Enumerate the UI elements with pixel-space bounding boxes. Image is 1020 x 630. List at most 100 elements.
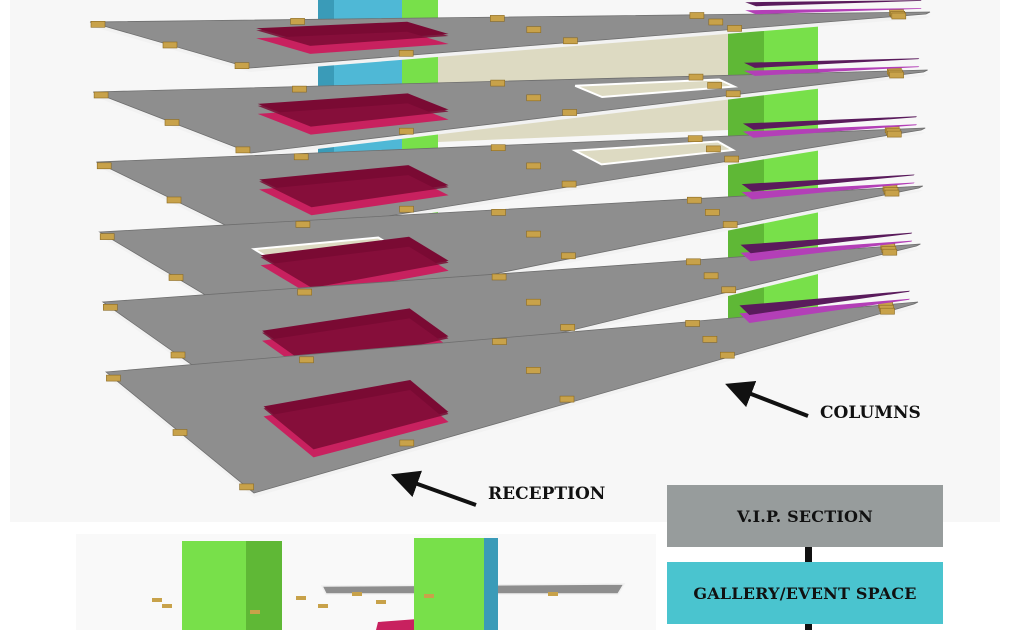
column-marker bbox=[399, 439, 415, 447]
column-marker bbox=[706, 145, 721, 153]
column-marker bbox=[295, 221, 311, 228]
column-marker bbox=[721, 286, 737, 294]
column-marker bbox=[99, 233, 115, 240]
purple-block-top bbox=[744, 58, 920, 68]
column-marker bbox=[489, 15, 505, 22]
column-marker bbox=[398, 49, 414, 57]
column-marker bbox=[90, 20, 106, 28]
detail-reception-block bbox=[376, 619, 418, 630]
column-marker bbox=[293, 153, 309, 161]
purple-block-top bbox=[742, 116, 917, 130]
column-marker bbox=[526, 298, 541, 306]
column-marker bbox=[239, 483, 254, 491]
reception-block-cap bbox=[259, 167, 449, 208]
column-marker bbox=[290, 18, 305, 25]
reception-block-cap bbox=[263, 382, 449, 450]
detail-column-right-side bbox=[484, 538, 498, 630]
floor-void bbox=[571, 140, 737, 166]
column-marker bbox=[168, 274, 184, 281]
column-marker bbox=[686, 196, 702, 204]
column-marker bbox=[702, 335, 718, 343]
column-marker bbox=[162, 41, 178, 49]
column-marker bbox=[687, 135, 703, 142]
column-marker bbox=[490, 144, 506, 151]
purple-block bbox=[742, 124, 917, 138]
column-marker bbox=[164, 119, 180, 126]
column-marker bbox=[891, 12, 907, 20]
reception-block-cap bbox=[257, 95, 449, 127]
floor-stack bbox=[89, 0, 931, 497]
floor-slab bbox=[89, 11, 931, 69]
column-marker bbox=[703, 272, 719, 280]
column-marker bbox=[299, 356, 314, 364]
annotation-reception: RECEPTION bbox=[390, 470, 605, 507]
purple-block-top bbox=[740, 232, 913, 254]
column-marker bbox=[686, 258, 701, 266]
column-marker bbox=[525, 366, 541, 374]
purple-block-top bbox=[739, 290, 910, 315]
column-marker bbox=[727, 25, 742, 32]
column-marker bbox=[234, 62, 250, 70]
column-marker bbox=[689, 12, 705, 19]
detail-column-markers bbox=[152, 592, 558, 614]
column-marker bbox=[292, 85, 307, 93]
column-marker bbox=[526, 162, 541, 170]
columns-arrow bbox=[725, 380, 809, 418]
reception-block-cap bbox=[260, 238, 449, 288]
column-marker bbox=[398, 127, 414, 135]
column-marker bbox=[886, 130, 902, 138]
column-marker bbox=[526, 26, 542, 33]
column-marker bbox=[889, 71, 904, 79]
column-marker bbox=[880, 307, 895, 315]
column-marker bbox=[103, 303, 118, 311]
detail-view bbox=[152, 538, 626, 630]
column-marker bbox=[704, 209, 720, 216]
column-marker bbox=[688, 73, 704, 81]
legend-gallery-event-space: GALLERY/EVENT SPACE bbox=[667, 562, 943, 624]
column-marker bbox=[172, 429, 188, 436]
column-marker bbox=[491, 273, 507, 281]
column-marker bbox=[560, 324, 576, 331]
column-marker bbox=[106, 374, 121, 382]
column-marker bbox=[96, 162, 112, 170]
reception-arrow bbox=[390, 470, 477, 507]
purple-block-top bbox=[745, 0, 922, 7]
column-marker bbox=[526, 230, 541, 238]
purple-block bbox=[740, 240, 913, 262]
column-marker bbox=[563, 37, 578, 45]
column-marker bbox=[884, 189, 900, 197]
floor-void bbox=[574, 78, 739, 99]
purple-block bbox=[745, 8, 922, 15]
column-marker bbox=[561, 180, 577, 188]
column-marker bbox=[170, 351, 186, 359]
detail-column-left bbox=[182, 541, 246, 630]
floor-level-1 bbox=[104, 290, 919, 497]
column-marker bbox=[707, 82, 722, 89]
column-marker bbox=[297, 288, 313, 296]
column-marker bbox=[492, 338, 507, 345]
reception-label: RECEPTION bbox=[488, 484, 605, 504]
column-marker bbox=[724, 155, 740, 163]
purple-block bbox=[741, 182, 915, 200]
reception-block-cap bbox=[256, 23, 449, 46]
column-marker bbox=[561, 252, 576, 260]
column-marker bbox=[559, 395, 575, 403]
purple-block bbox=[739, 298, 910, 323]
column-marker bbox=[882, 248, 898, 256]
column-marker bbox=[93, 91, 109, 99]
floor-level-6 bbox=[89, 0, 931, 72]
background-panel-bottom bbox=[76, 534, 656, 630]
legend-vip-section: V.I.P. SECTION bbox=[667, 485, 943, 547]
column-marker bbox=[491, 209, 506, 216]
annotation-columns: COLUMNS bbox=[725, 380, 921, 423]
floor-level-4 bbox=[96, 116, 926, 242]
columns-label: COLUMNS bbox=[820, 403, 921, 423]
column-marker bbox=[708, 18, 724, 26]
column-marker bbox=[526, 94, 542, 102]
column-marker bbox=[399, 205, 414, 213]
purple-block-top bbox=[741, 174, 915, 192]
detail-column-left-side bbox=[246, 541, 282, 630]
detail-column-right bbox=[414, 538, 484, 630]
column-marker bbox=[235, 146, 251, 154]
